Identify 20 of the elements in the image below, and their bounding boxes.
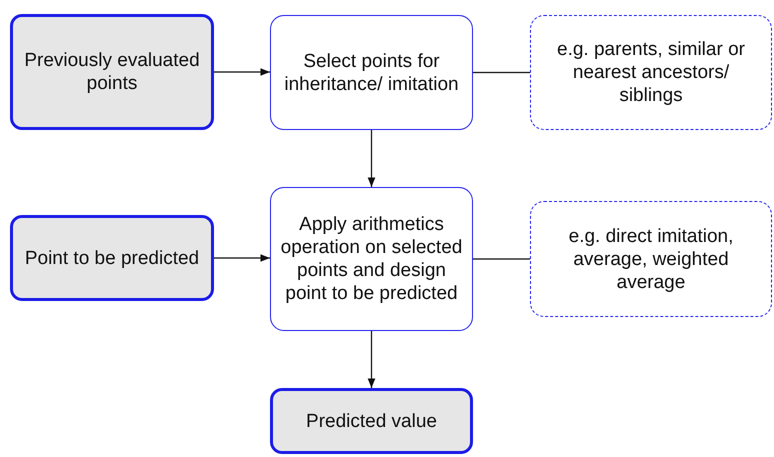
note-box — [530, 15, 772, 130]
connector-line — [473, 72, 530, 74]
arrow — [214, 254, 270, 262]
node-text: e.g. direct imitation, average, weighted average — [568, 224, 734, 294]
node-text: Select points for inheritance/ imitation — [283, 50, 460, 96]
node-text: Apply arithmetics operation on selected points and design point to be predicted — [280, 213, 464, 305]
arrow — [368, 331, 376, 388]
connector-line — [473, 258, 530, 260]
input-box — [10, 215, 214, 301]
note-box — [530, 201, 772, 317]
arrow — [368, 130, 376, 187]
input-box — [10, 14, 214, 130]
node-text: Previously evaluated points — [23, 49, 201, 95]
node-text: e.g. parents, similar or nearest ancestors/ siblings — [556, 38, 746, 107]
node-text: Predicted value — [306, 410, 437, 432]
process-box — [270, 15, 473, 130]
input-box — [270, 388, 473, 454]
node-text: Point to be predicted — [24, 246, 200, 270]
arrow — [214, 68, 270, 76]
process-box — [270, 187, 473, 331]
